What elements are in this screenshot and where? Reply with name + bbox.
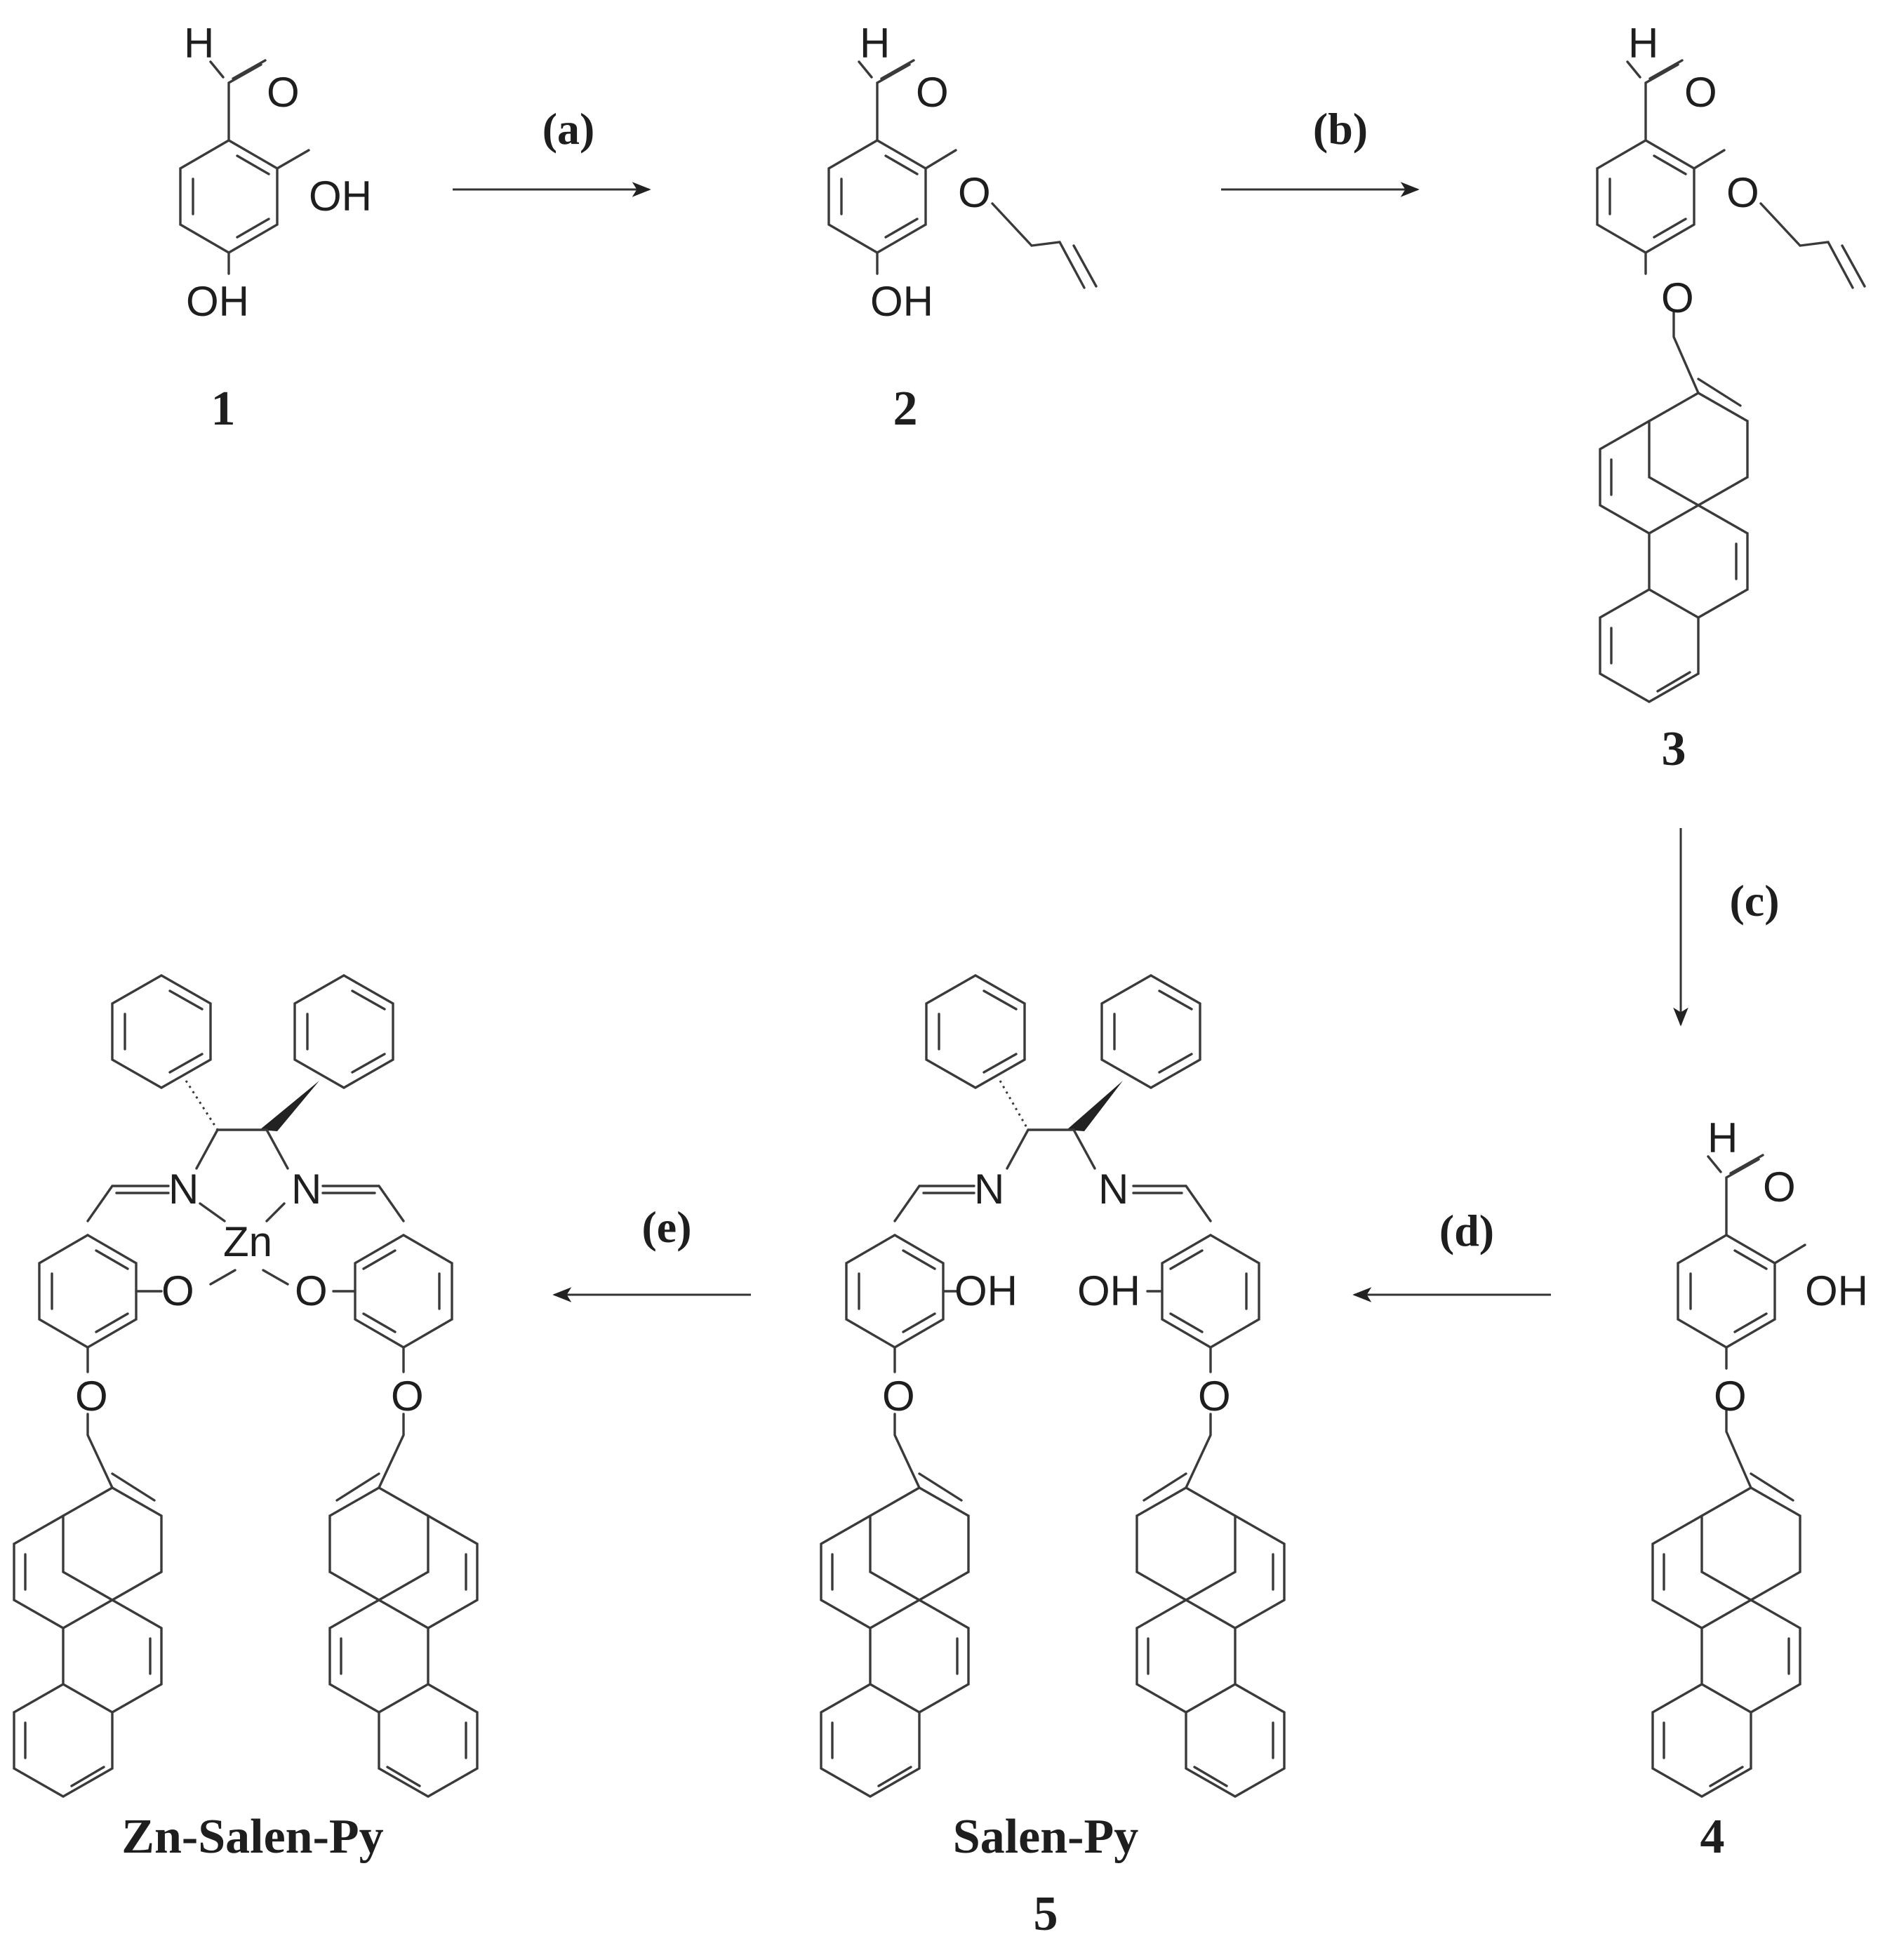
carbonyl-o-atom: O: [267, 69, 300, 116]
hydroxyl-2-label: OH: [309, 173, 372, 220]
zinc-atom: Zn: [223, 1218, 272, 1265]
compound-5-number-label: 5: [1034, 1887, 1058, 1941]
ether-o-left-atom: O: [882, 1373, 915, 1420]
ether-o-left-atom: O: [75, 1373, 108, 1420]
step-c-label: (c): [1729, 876, 1779, 926]
ether-o-atom: O: [1714, 1373, 1747, 1420]
compound-3-structure: H O O O: [1596, 20, 1866, 703]
aldehyde-h-atom: H: [1707, 1114, 1738, 1161]
ether-o-atom: O: [958, 169, 991, 216]
hydroxyl-left-label: OH: [954, 1267, 1018, 1314]
ether-o-right-atom: O: [1198, 1373, 1231, 1420]
hydroxyl-label: OH: [870, 278, 933, 325]
step-e-label: (e): [641, 1202, 691, 1252]
imine-n-left-atom: N: [168, 1166, 199, 1213]
compound-1-label: 1: [211, 382, 236, 436]
pyrenylmethyl-ether-o-atom: O: [1661, 274, 1694, 321]
compound-2-structure: H O O OH: [827, 20, 1098, 325]
zn-salen-py-label: Zn-Salen-Py: [121, 1810, 383, 1864]
allyl-ether-o-atom: O: [1726, 169, 1759, 216]
compound-5-structure: N N OH OH O O: [820, 974, 1286, 1798]
compound-4-label: 4: [1700, 1810, 1725, 1864]
carbonyl-o-atom: O: [1763, 1164, 1796, 1211]
aldehyde-h-atom: H: [1628, 20, 1658, 67]
step-d-label: (d): [1439, 1206, 1494, 1255]
hydroxyl-3-label: OH: [186, 278, 249, 325]
aldehyde-h-atom: H: [860, 20, 890, 67]
compound-5-name-label: Salen-Py: [953, 1810, 1138, 1864]
carbonyl-o-atom: O: [916, 69, 949, 116]
ether-o-right-atom: O: [391, 1373, 424, 1420]
zn-salen-py-structure: N N Zn O O O O: [13, 974, 479, 1798]
step-b-label: (b): [1313, 104, 1368, 154]
step-a-label: (a): [542, 104, 595, 154]
imine-n-right-atom: N: [1098, 1166, 1128, 1213]
hydroxyl-label: OH: [1805, 1267, 1868, 1314]
compound-2-label: 2: [893, 382, 918, 436]
imine-n-left-atom: N: [974, 1166, 1004, 1213]
carbonyl-o-atom: O: [1684, 69, 1717, 116]
imine-n-right-atom: N: [291, 1166, 321, 1213]
compound-4-structure: H O OH O: [1651, 1114, 1868, 1798]
hydroxyl-right-label: OH: [1077, 1267, 1140, 1314]
phenolate-o-right-atom: O: [295, 1267, 328, 1314]
phenolate-o-left-atom: O: [161, 1267, 194, 1314]
compound-1-structure: H O OH OH: [179, 20, 372, 325]
compound-3-label: 3: [1662, 722, 1686, 776]
aldehyde-h-atom: H: [184, 20, 214, 67]
